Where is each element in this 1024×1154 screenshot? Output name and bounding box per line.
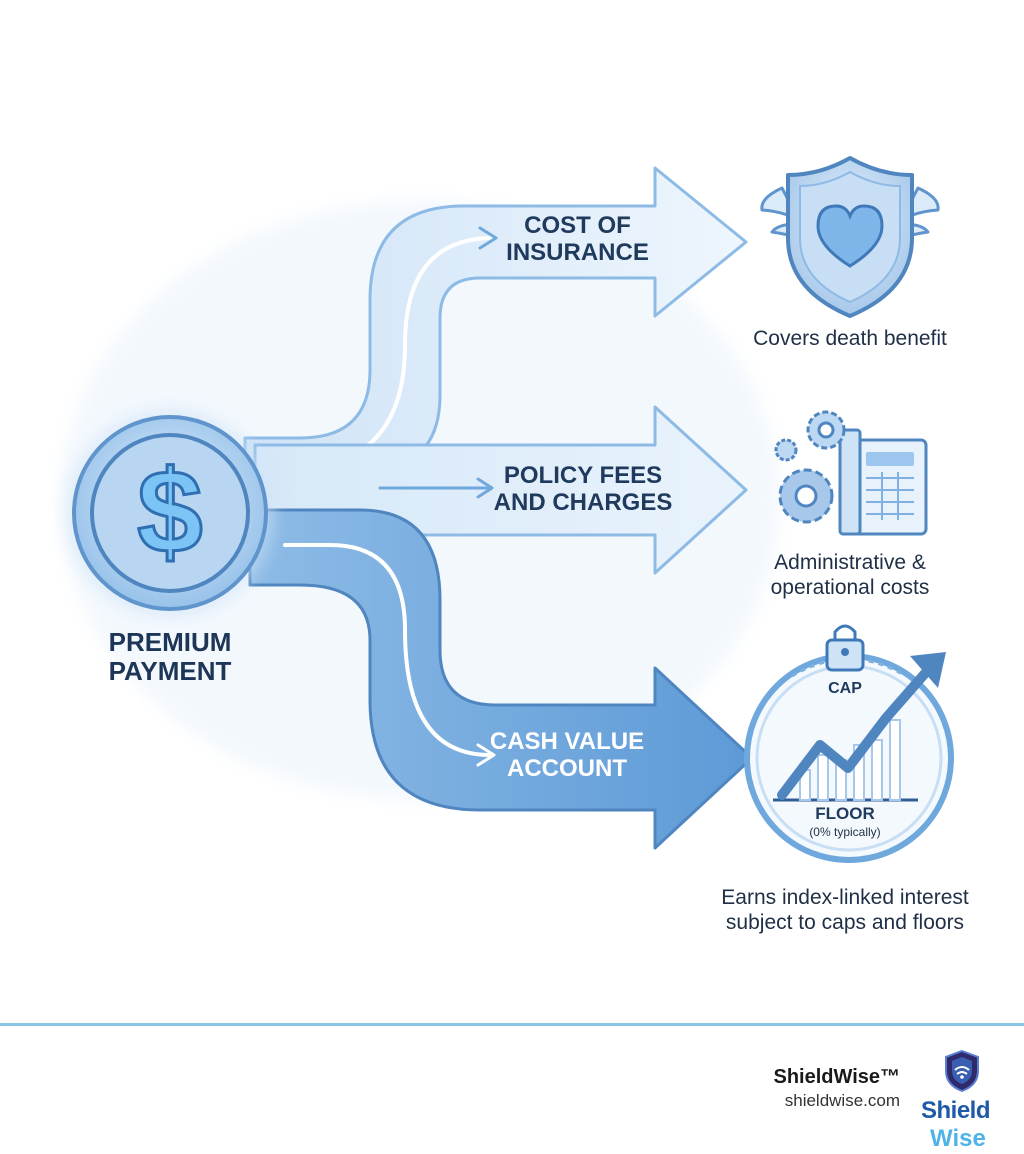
logo-wordmark: Shield — [921, 1097, 991, 1124]
shield-logo-icon — [945, 1049, 979, 1093]
cost-of-insurance-label-line1: COST OF — [524, 212, 631, 239]
gears-document-icon — [774, 410, 928, 536]
brand-name: ShieldWise™ — [773, 1066, 900, 1088]
shield-heart-wings-icon — [760, 156, 940, 318]
cost-of-insurance-description: Covers death benefit — [730, 327, 970, 352]
cash-value-description-line1: Earns index-linked interest — [721, 886, 969, 909]
policy-fees-label-line1: POLICY FEES — [503, 462, 663, 489]
cash-value-label-line1: CASH VALUE — [489, 728, 645, 755]
cash-value-description: Earns index-linked interest subject to c… — [700, 886, 990, 936]
cash-value-arrow — [248, 508, 754, 850]
growth-chart-lock-icon — [744, 624, 954, 863]
floor-label: FLOOR — [815, 804, 875, 823]
policy-fees-label-line2: AND CHARGES — [493, 488, 673, 516]
policy-fees-description-line1: Administrative & — [774, 551, 926, 574]
cash-value-description-line2: subject to caps and floors — [725, 910, 965, 934]
cost-of-insurance-description-line1: Covers death benefit — [753, 327, 947, 350]
svg-text:$: $ — [137, 446, 203, 578]
dollar-sign-icon: $ — [66, 409, 274, 617]
policy-fees-description-line2: operational costs — [770, 575, 930, 599]
brand-url[interactable]: shieldwise.com — [784, 1091, 900, 1110]
floor-note: (0% typically) — [809, 825, 881, 839]
source-label-line1: PREMIUM — [108, 627, 232, 657]
source-label-line2: PAYMENT — [108, 656, 232, 687]
policy-fees-label: POLICY FEES AND CHARGES — [478, 462, 688, 517]
footer-divider — [0, 1023, 1024, 1026]
cap-label: CAP — [828, 680, 862, 697]
source-label: PREMIUM PAYMENT — [100, 627, 240, 687]
cost-of-insurance-label: COST OF INSURANCE — [490, 212, 665, 267]
cash-value-label: CASH VALUE ACCOUNT — [482, 728, 652, 783]
cash-value-label-line2: ACCOUNT — [507, 754, 627, 782]
cost-of-insurance-label-line2: INSURANCE — [506, 238, 649, 266]
logo-wordmark-line2-text: Wise — [930, 1125, 986, 1152]
premium-allocation-diagram: $ — [60, 156, 954, 863]
logo-wordmark-line2: Wise — [930, 1125, 1000, 1154]
policy-fees-description: Administrative & operational costs — [740, 551, 960, 601]
